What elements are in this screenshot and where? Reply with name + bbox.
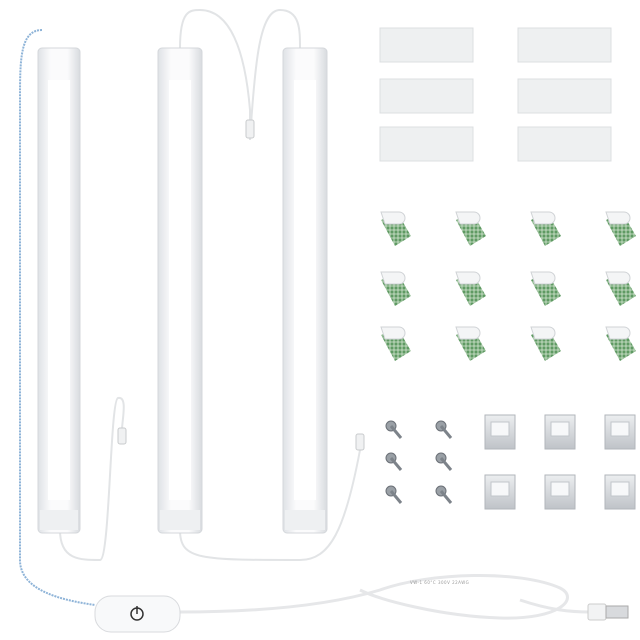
adhesive-clip bbox=[455, 271, 486, 306]
adhesive-tapes bbox=[379, 27, 612, 162]
mounting-bracket bbox=[544, 414, 576, 450]
adhesive-clip bbox=[530, 211, 561, 246]
light-bar bbox=[282, 47, 328, 534]
mounting-bracket bbox=[484, 474, 516, 510]
adhesive-clip bbox=[605, 271, 636, 306]
adhesive-clips bbox=[380, 211, 636, 361]
mounting-bracket bbox=[484, 414, 516, 450]
adhesive-clip bbox=[380, 211, 411, 246]
adhesive-clip bbox=[605, 326, 636, 361]
mounting-bracket bbox=[604, 474, 636, 510]
adhesive-clip bbox=[455, 326, 486, 361]
adhesive-clip bbox=[530, 326, 561, 361]
power-icon bbox=[130, 606, 144, 621]
connector bbox=[117, 427, 127, 445]
adhesive-clip bbox=[455, 211, 486, 246]
mounting-bracket bbox=[544, 474, 576, 510]
mounting-brackets bbox=[484, 414, 636, 510]
light-bars bbox=[37, 47, 328, 534]
screw bbox=[385, 420, 403, 439]
screws bbox=[385, 420, 453, 504]
cable-print: VW-1 60°C 300V 22AWG bbox=[410, 580, 469, 585]
mounting-bracket bbox=[604, 414, 636, 450]
adhesive-clip bbox=[380, 326, 411, 361]
light-bar bbox=[37, 47, 81, 534]
screw bbox=[385, 452, 403, 471]
cables: VW-1 60°C 300V 22AWG bbox=[19, 8, 591, 620]
connector bbox=[355, 433, 365, 451]
screw bbox=[435, 420, 453, 439]
connector bbox=[245, 119, 255, 139]
touch-switch bbox=[94, 595, 181, 633]
light-bar bbox=[157, 47, 203, 534]
screw bbox=[435, 452, 453, 471]
adhesive-clip bbox=[530, 271, 561, 306]
screw bbox=[435, 485, 453, 504]
adhesive-clip bbox=[380, 271, 411, 306]
screw bbox=[385, 485, 403, 504]
usb-plug bbox=[587, 603, 629, 621]
adhesive-clip bbox=[605, 211, 636, 246]
